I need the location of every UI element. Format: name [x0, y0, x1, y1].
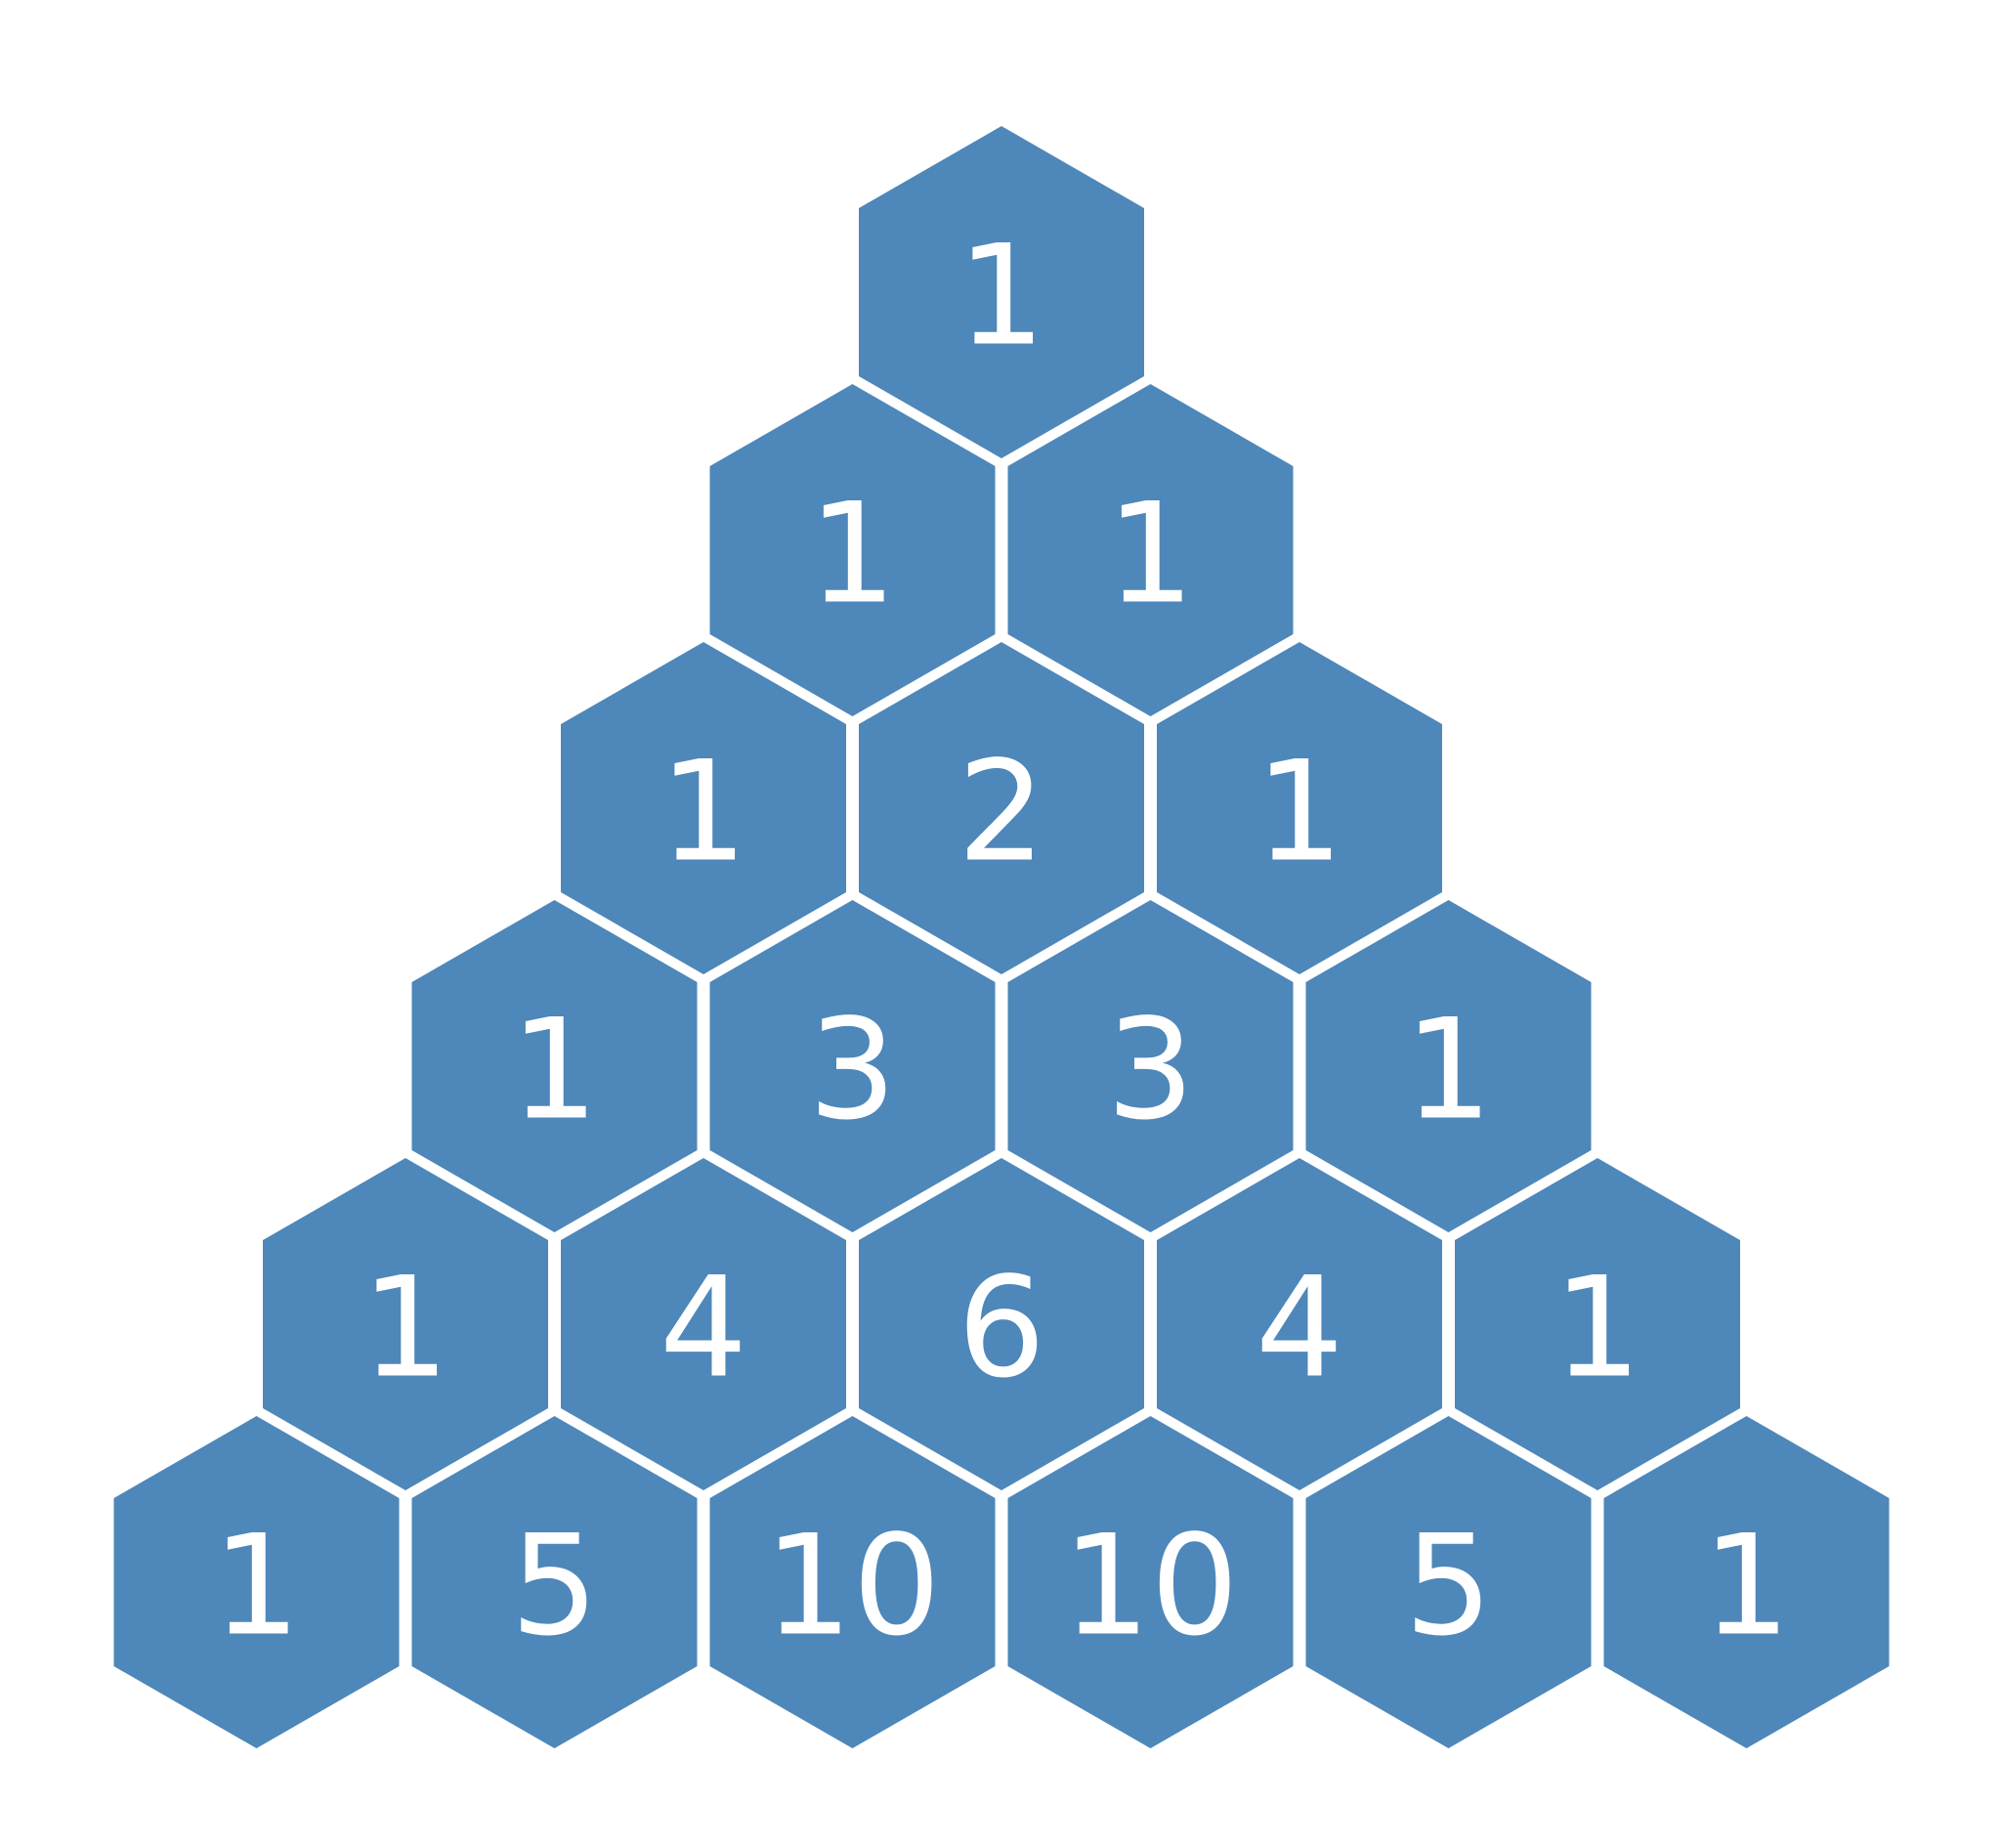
hex-cell: 1: [859, 126, 1144, 458]
hexagon-shape: [859, 126, 1144, 458]
hexagon-shape: [263, 1158, 548, 1490]
hex-cell: 1: [411, 900, 698, 1232]
hexagon-shape: [1007, 384, 1294, 716]
hex-cell: 5: [1305, 1416, 1592, 1748]
hexagon-shape: [1603, 1416, 1890, 1748]
hex-cell: 5: [411, 1416, 698, 1748]
hex-value-label: 1: [362, 1248, 449, 1409]
hexagon-shape: [113, 1416, 400, 1748]
hex-value-label: 1: [1702, 1506, 1790, 1667]
hex-value-label: 2: [958, 732, 1045, 893]
hexagon-shape: [709, 1416, 996, 1748]
hex-value-label: 10: [764, 1506, 941, 1667]
hexagon-shape: [1305, 1416, 1592, 1748]
hexagon-shape: [709, 900, 996, 1232]
hex-value-label: 5: [510, 1506, 598, 1667]
hex-cell: 1: [1603, 1416, 1890, 1748]
hex-cell: 10: [1007, 1416, 1294, 1748]
hex-value-label: 4: [660, 1248, 747, 1409]
hex-value-label: 1: [212, 1506, 300, 1667]
hex-value-label: 1: [1554, 1248, 1641, 1409]
hexagon-shape: [1007, 900, 1294, 1232]
hex-cell: 1: [1007, 384, 1294, 716]
hex-cell: 3: [1007, 900, 1294, 1232]
hex-value-label: 3: [1106, 990, 1194, 1151]
hex-cell: 3: [709, 900, 996, 1232]
hexagon-shape: [1157, 1158, 1442, 1490]
hex-cell: 1: [709, 384, 996, 716]
hex-cell: 10: [709, 1416, 996, 1748]
hex-value-label: 1: [660, 732, 747, 893]
hex-value-label: 10: [1062, 1506, 1239, 1667]
hex-cell: 1: [1455, 1158, 1740, 1490]
hexagon-shape: [1305, 900, 1592, 1232]
hex-value-label: 5: [1404, 1506, 1492, 1667]
hexagon-shape: [1157, 642, 1442, 974]
hex-value-label: 1: [1256, 732, 1343, 893]
hexagon-shape: [561, 642, 846, 974]
hex-cell: 1: [263, 1158, 548, 1490]
hex-value-label: 1: [1404, 990, 1492, 1151]
hexagon-shape: [709, 384, 996, 716]
hexagon-shape: [859, 1158, 1144, 1490]
hex-cell: 1: [113, 1416, 400, 1748]
hex-cell: 6: [859, 1158, 1144, 1490]
hexagon-shape: [1007, 1416, 1294, 1748]
hexagon-shape: [561, 1158, 846, 1490]
hex-cell: 1: [561, 642, 846, 974]
hex-value-label: 3: [808, 990, 896, 1151]
hex-cell: 1: [1305, 900, 1592, 1232]
hex-value-label: 6: [958, 1248, 1045, 1409]
hexagon-shape: [411, 900, 698, 1232]
hex-value-label: 1: [958, 216, 1045, 377]
hex-value-label: 1: [510, 990, 598, 1151]
hex-value-label: 1: [808, 474, 896, 635]
hexagon-shape: [1455, 1158, 1740, 1490]
hex-value-label: 4: [1256, 1248, 1343, 1409]
hex-cell: 1: [1157, 642, 1442, 974]
hex-cell: 4: [561, 1158, 846, 1490]
hexagon-shape: [411, 1416, 698, 1748]
hex-cell: 4: [1157, 1158, 1442, 1490]
hexagon-shape: [859, 642, 1144, 974]
hex-value-label: 1: [1106, 474, 1194, 635]
hex-cell: 2: [859, 642, 1144, 974]
